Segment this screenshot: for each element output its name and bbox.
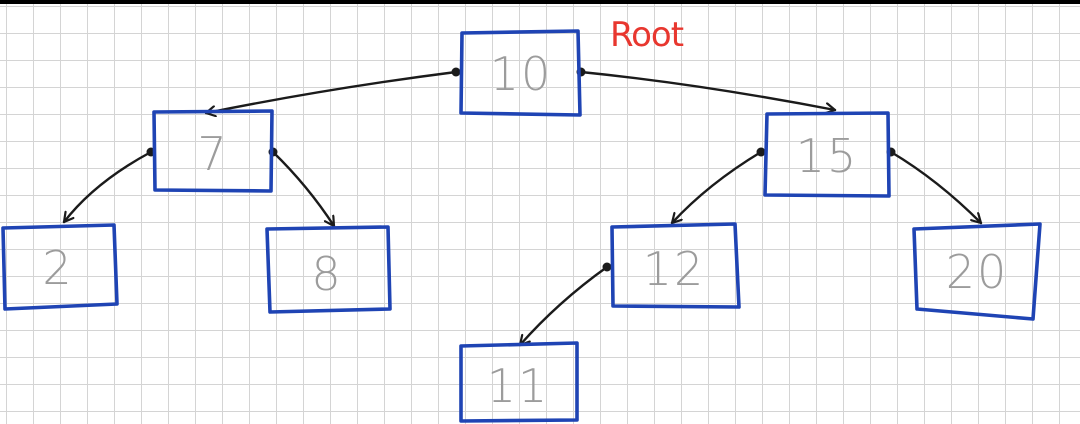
node-box (610, 222, 741, 309)
tree-edges (62, 70, 983, 347)
tree-node: 15 (763, 111, 891, 198)
dot-15-left (756, 147, 766, 157)
node-value: 2 (42, 241, 73, 295)
dot-10-left (451, 67, 461, 77)
edge-10-to-7 (204, 70, 458, 113)
node-value: 15 (796, 129, 859, 183)
edge-10-to-15 (579, 70, 837, 110)
node-box (265, 225, 392, 314)
grid-paper-background (0, 4, 1080, 424)
node-value: 11 (487, 359, 550, 413)
node-value: 7 (197, 127, 228, 181)
edge-7-to-8 (271, 150, 336, 228)
tree-node: 12 (610, 222, 741, 309)
node-value: 12 (643, 242, 706, 296)
node-value: 8 (311, 247, 342, 301)
node-box (763, 111, 891, 198)
node-value: 10 (490, 47, 553, 101)
node-box (459, 341, 579, 423)
edge-12-to-11 (518, 265, 609, 347)
tree-node: 20 (912, 222, 1042, 321)
tree-node: 7 (152, 109, 274, 193)
node-box (912, 222, 1042, 321)
node-value: 20 (946, 245, 1009, 299)
node-box (1, 223, 119, 311)
root-annotation: Root (610, 15, 684, 55)
tree-node: 11 (459, 341, 579, 423)
edge-15-to-12 (670, 150, 763, 225)
tree-node: 8 (265, 225, 392, 314)
node-box (152, 109, 274, 193)
dot-12-left (602, 262, 612, 272)
tree-node: 10 (459, 29, 582, 117)
edge-7-to-2 (62, 150, 153, 224)
edge-15-to-20 (889, 150, 983, 225)
node-box (459, 29, 582, 117)
tree-node: 2 (1, 223, 119, 311)
